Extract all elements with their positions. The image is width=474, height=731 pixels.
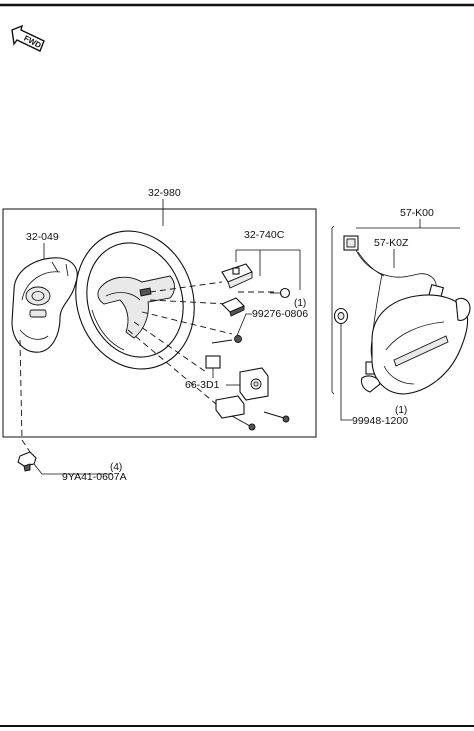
switch-part (221, 263, 253, 289)
label-9ya41: 9YA41-0607A (62, 471, 127, 483)
label-32-980: 32-980 (148, 187, 181, 199)
qty-9ya41: (4) (110, 462, 122, 473)
label-99948-1200: 99948-1200 (352, 415, 408, 427)
label-32-740c: 32-740C (244, 229, 285, 241)
label-57-k00: 57-K00 (400, 207, 434, 219)
leader-9ya41 (33, 463, 112, 475)
label-66-3d1: 66-3D1 (185, 379, 220, 391)
wheel-cover-part (11, 257, 78, 353)
switch-connector-part (221, 297, 245, 317)
label-99276-0806: 99276-0806 (252, 308, 308, 320)
leader-99276-0806 (235, 313, 252, 339)
airbag-module-part (360, 294, 471, 395)
leader-99948-1200 (340, 324, 352, 421)
assembly-frame (2, 208, 317, 438)
clip-part (17, 451, 37, 472)
steering-wheel-part (75, 230, 195, 370)
leader-57-k00 (356, 219, 460, 229)
label-32-049: 32-049 (26, 231, 59, 243)
assembly-dash-lines (19, 281, 276, 453)
qty-99276-0806: (1) (294, 298, 306, 309)
label-57-k0z: 57-K0Z (374, 237, 409, 249)
switch-screw-part (270, 287, 291, 299)
fwd-arrow-icon: FWD (11, 24, 45, 52)
damper-part (205, 355, 269, 419)
leader-32-740c (235, 249, 301, 290)
qty-99948-1200: (1) (395, 405, 407, 416)
airbag-group-bracket (331, 225, 335, 395)
damper-screws-part (231, 411, 290, 431)
nut-part (333, 307, 349, 325)
screw-99276-0806-part (211, 335, 242, 344)
